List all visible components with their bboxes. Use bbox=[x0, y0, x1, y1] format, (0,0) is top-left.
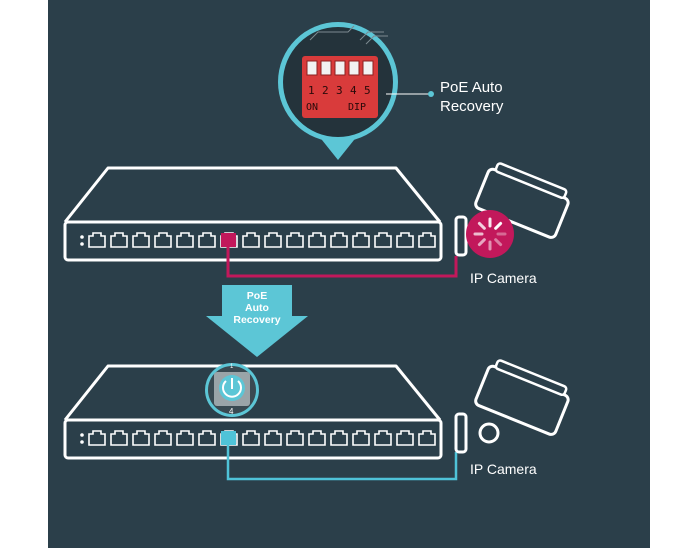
spinner-tick bbox=[477, 238, 486, 247]
diagram-panel: 1 2 3 4 5 ON DIP bbox=[48, 0, 650, 548]
arrow-label-line: Auto bbox=[245, 302, 269, 314]
switch-front-panel bbox=[63, 418, 443, 460]
arrow-label: PoE Auto Recovery bbox=[218, 290, 296, 326]
poe-auto-recovery-label: PoE Auto Recovery bbox=[440, 78, 550, 116]
ethernet-port-icon bbox=[132, 430, 150, 446]
arrow-label-line: PoE bbox=[246, 290, 268, 302]
camera-bottom bbox=[454, 359, 570, 454]
ethernet-port-icon bbox=[264, 232, 282, 248]
switch-front-panel bbox=[63, 220, 443, 262]
ethernet-port-icon bbox=[176, 232, 194, 248]
zoom-top-number: 1 bbox=[230, 364, 234, 370]
ethernet-port-icon bbox=[242, 430, 260, 446]
ethernet-port-icon bbox=[154, 232, 172, 248]
status-led bbox=[80, 242, 84, 246]
top-switch bbox=[63, 166, 443, 262]
ethernet-port-icon bbox=[88, 232, 106, 248]
dip-number: 4 bbox=[350, 84, 357, 97]
spinner-tick bbox=[494, 221, 503, 230]
recovery-arrow bbox=[206, 285, 308, 357]
label-line: PoE Auto bbox=[440, 79, 503, 96]
zoom-circle-bottom: 1 4 bbox=[205, 363, 259, 417]
ethernet-port-icon bbox=[264, 430, 282, 446]
camera-mount bbox=[454, 412, 468, 454]
ethernet-port-icon bbox=[418, 232, 436, 248]
camera-hood bbox=[494, 162, 568, 200]
status-led bbox=[80, 433, 84, 437]
dip-dip-text: DIP bbox=[348, 102, 366, 113]
dip-switch-levers bbox=[306, 60, 374, 76]
ethernet-port-icon bbox=[132, 232, 150, 248]
power-restart-icon bbox=[222, 380, 242, 398]
switch-top-face bbox=[63, 166, 442, 223]
ethernet-port-icon bbox=[308, 430, 326, 446]
spinner-tick bbox=[477, 221, 486, 230]
switch-top-face bbox=[63, 364, 442, 421]
dip-callout: 1 2 3 4 5 ON DIP bbox=[278, 22, 434, 160]
spinner-tick bbox=[494, 238, 503, 247]
recovered-port bbox=[221, 431, 236, 445]
camera-mount bbox=[454, 215, 468, 257]
diagram-canvas: 1 2 3 4 5 ON DIP bbox=[48, 0, 650, 548]
ip-camera-label-top: IP Camera bbox=[470, 270, 537, 286]
faulty-link-cable bbox=[226, 247, 458, 278]
ethernet-port-icon bbox=[374, 430, 392, 446]
zoom-bottom-number: 4 bbox=[229, 407, 234, 416]
camera-lens bbox=[478, 422, 500, 444]
camera-fault-indicator bbox=[466, 210, 514, 258]
ethernet-port-icon bbox=[286, 232, 304, 248]
ethernet-port-icon bbox=[110, 232, 128, 248]
ethernet-port-icon bbox=[396, 232, 414, 248]
ethernet-port-icon bbox=[308, 232, 326, 248]
camera-hood bbox=[494, 359, 568, 397]
leader-dot bbox=[428, 91, 434, 97]
ethernet-port-icon bbox=[198, 232, 216, 248]
ip-camera-label-bottom: IP Camera bbox=[470, 461, 537, 477]
dip-switch-numbers: 1 2 3 4 5 bbox=[308, 84, 371, 97]
ethernet-port-icon bbox=[154, 430, 172, 446]
ethernet-port-icon bbox=[330, 430, 348, 446]
ethernet-port-icon bbox=[176, 430, 194, 446]
label-line: Recovery bbox=[440, 98, 504, 115]
ethernet-port-icon bbox=[418, 430, 436, 446]
dip-number: 3 bbox=[336, 84, 343, 97]
dip-on-text: ON bbox=[306, 102, 318, 113]
pcb-traces bbox=[309, 25, 388, 45]
ethernet-port-icon bbox=[198, 430, 216, 446]
recovered-link-cable bbox=[226, 445, 458, 481]
dip-number: 1 bbox=[308, 84, 315, 97]
arrow-head bbox=[206, 316, 308, 357]
ethernet-port-icon bbox=[110, 430, 128, 446]
ethernet-port-icon bbox=[396, 430, 414, 446]
loading-spinner-icon bbox=[473, 217, 507, 251]
dip-number: 5 bbox=[364, 84, 371, 97]
faulty-port bbox=[221, 233, 236, 247]
status-led bbox=[80, 235, 84, 239]
ethernet-port-icon bbox=[352, 232, 370, 248]
ethernet-port-icon bbox=[352, 430, 370, 446]
ethernet-port-icon bbox=[286, 430, 304, 446]
ethernet-port-icon bbox=[374, 232, 392, 248]
bottom-switch bbox=[63, 364, 443, 460]
dip-number: 2 bbox=[322, 84, 329, 97]
arrow-label-line: Recovery bbox=[233, 314, 281, 326]
ethernet-port-icon bbox=[242, 232, 260, 248]
ethernet-port-icon bbox=[330, 232, 348, 248]
status-led bbox=[80, 440, 84, 444]
ethernet-port-icon bbox=[88, 430, 106, 446]
switch-ports bbox=[80, 430, 436, 446]
camera-top bbox=[454, 162, 570, 258]
